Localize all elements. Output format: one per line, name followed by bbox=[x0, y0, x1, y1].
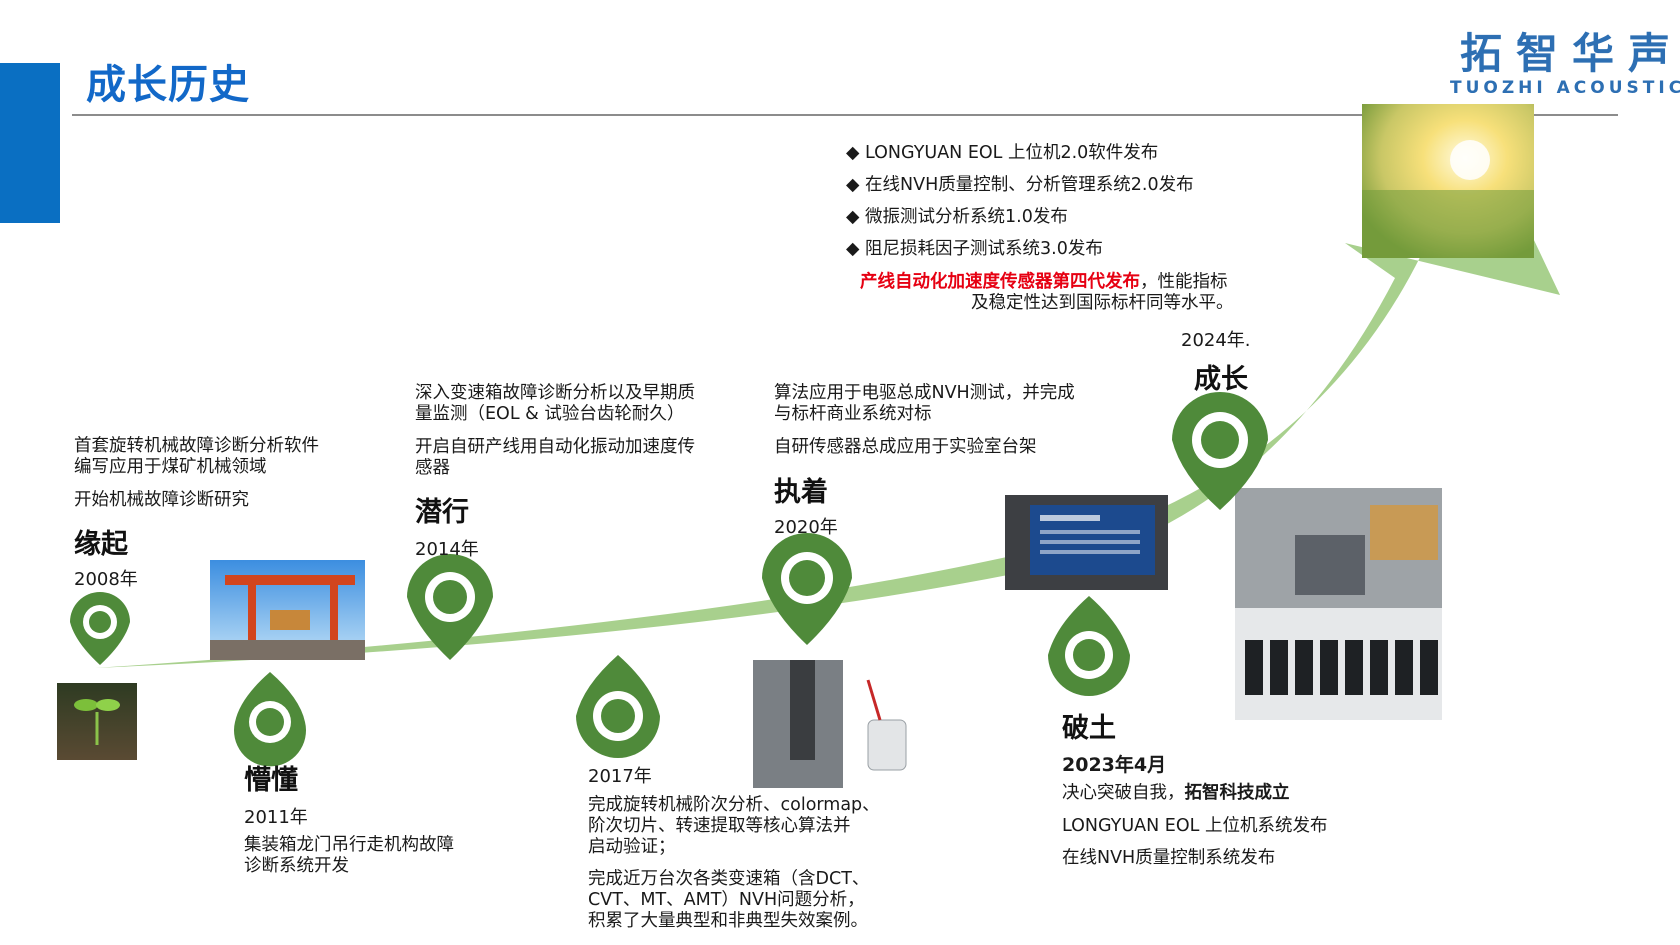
stage-2024-bullet: ◆ 微振测试分析系统1.0发布 bbox=[846, 207, 1068, 227]
stage-2014-line: 开启自研产线用自动化振动加速度传 bbox=[415, 437, 695, 457]
stage-2024-bullet: ◆ 阻尼损耗因子测试系统3.0发布 bbox=[846, 239, 1103, 259]
stage-2020-line: 算法应用于电驱总成NVH测试，并完成 bbox=[774, 383, 1075, 403]
stage-2011-line: 诊断系统开发 bbox=[244, 856, 349, 876]
sensor-test-image bbox=[753, 660, 918, 788]
stage-2017-line: 完成近万台次各类变速箱（含DCT、 bbox=[588, 869, 870, 889]
stage-2008-line: 首套旋转机械故障诊断分析软件 bbox=[74, 436, 319, 456]
stage-2023-line-bold: 拓智科技成立 bbox=[1184, 783, 1290, 803]
title-divider bbox=[72, 114, 1618, 116]
stage-2017-year: 2017年 bbox=[588, 766, 652, 787]
sprout-image bbox=[57, 683, 137, 760]
stage-2020-heading: 执着 bbox=[774, 477, 828, 508]
stage-2023-line: 在线NVH质量控制系统发布 bbox=[1062, 848, 1276, 868]
location-pin-icon bbox=[407, 554, 493, 660]
stage-2024-red-text: 产线自动化加速度传感器第四代发布 bbox=[860, 272, 1140, 292]
stage-2020-line: 与标杆商业系统对标 bbox=[774, 404, 932, 424]
stage-2017-line: 启动验证； bbox=[588, 837, 676, 857]
stage-2008-heading: 缘起 bbox=[74, 529, 128, 560]
stage-2024-bullet: ◆ LONGYUAN EOL 上位机2.0软件发布 bbox=[846, 143, 1159, 163]
lab-bench-image bbox=[1235, 488, 1442, 720]
stage-2024-tail-line: 及稳定性达到国际标杆同等水平。 bbox=[971, 293, 1234, 313]
stage-2023-line: 决心突破自我，拓智科技成立 bbox=[1062, 783, 1290, 804]
software-monitor-image bbox=[1005, 495, 1168, 590]
location-pin-icon bbox=[576, 655, 660, 758]
stage-2023-heading: 破土 bbox=[1062, 713, 1116, 744]
accent-bar bbox=[0, 63, 60, 223]
location-pin-icon bbox=[1172, 392, 1268, 510]
stage-2024-heading: 成长 bbox=[1194, 364, 1248, 395]
logo-cn-text: 拓智华声 bbox=[1460, 29, 1680, 78]
stage-2020-line: 自研传感器总成应用于实验室台架 bbox=[774, 437, 1037, 457]
location-pin-icon bbox=[1048, 596, 1130, 696]
location-pin-icon bbox=[762, 533, 852, 645]
company-logo: 拓智华声 TUOZHI ACOUSTIC bbox=[1450, 29, 1680, 99]
location-pin-icon bbox=[70, 592, 130, 665]
page-title: 成长历史 bbox=[86, 62, 250, 108]
stage-2014-line: 深入变速箱故障诊断分析以及早期质 bbox=[415, 383, 695, 403]
stage-2008-year: 2008年 bbox=[74, 569, 138, 590]
stage-2014-line: 感器 bbox=[415, 458, 450, 478]
stage-2011-line: 集装箱龙门吊行走机构故障 bbox=[244, 835, 454, 855]
stage-2023-line-prefix: 决心突破自我， bbox=[1062, 783, 1185, 803]
stage-2020-year: 2020年 bbox=[774, 517, 838, 538]
stage-2024-highlight-line: 产线自动化加速度传感器第四代发布，性能指标 bbox=[860, 272, 1228, 293]
stage-2014-year: 2014年 bbox=[415, 539, 479, 560]
logo-en-text: TUOZHI ACOUSTIC bbox=[1450, 78, 1680, 98]
stage-2024-year: 2024年. bbox=[1181, 330, 1251, 351]
location-pin-icon bbox=[234, 672, 306, 767]
stage-2008-line: 开始机械故障诊断研究 bbox=[74, 490, 249, 510]
stage-2017-line: CVT、MT、AMT）NVH问题分析， bbox=[588, 890, 865, 910]
stage-2024-bullet: ◆ 在线NVH质量控制、分析管理系统2.0发布 bbox=[846, 175, 1194, 195]
stage-2023-line: LONGYUAN EOL 上位机系统发布 bbox=[1062, 816, 1328, 836]
stage-2008-line: 编写应用于煤矿机械领域 bbox=[74, 457, 267, 477]
stage-2017-line: 完成旋转机械阶次分析、colormap、 bbox=[588, 795, 880, 815]
stage-2011-year: 2011年 bbox=[244, 807, 308, 828]
stage-2011-heading: 懵懂 bbox=[244, 765, 298, 796]
sunrise-image bbox=[1362, 104, 1534, 258]
stage-2024-tail: ，性能指标 bbox=[1140, 272, 1228, 292]
stage-2014-heading: 潜行 bbox=[415, 497, 469, 528]
stage-2017-line: 阶次切片、转速提取等核心算法并 bbox=[588, 816, 851, 836]
stage-2017-line: 积累了大量典型和非典型失效案例。 bbox=[588, 911, 868, 931]
stage-2023-year: 2023年4月 bbox=[1062, 754, 1167, 776]
stage-2014-line: 量监测（EOL & 试验台齿轮耐久） bbox=[415, 404, 685, 424]
crane-image bbox=[210, 560, 365, 660]
